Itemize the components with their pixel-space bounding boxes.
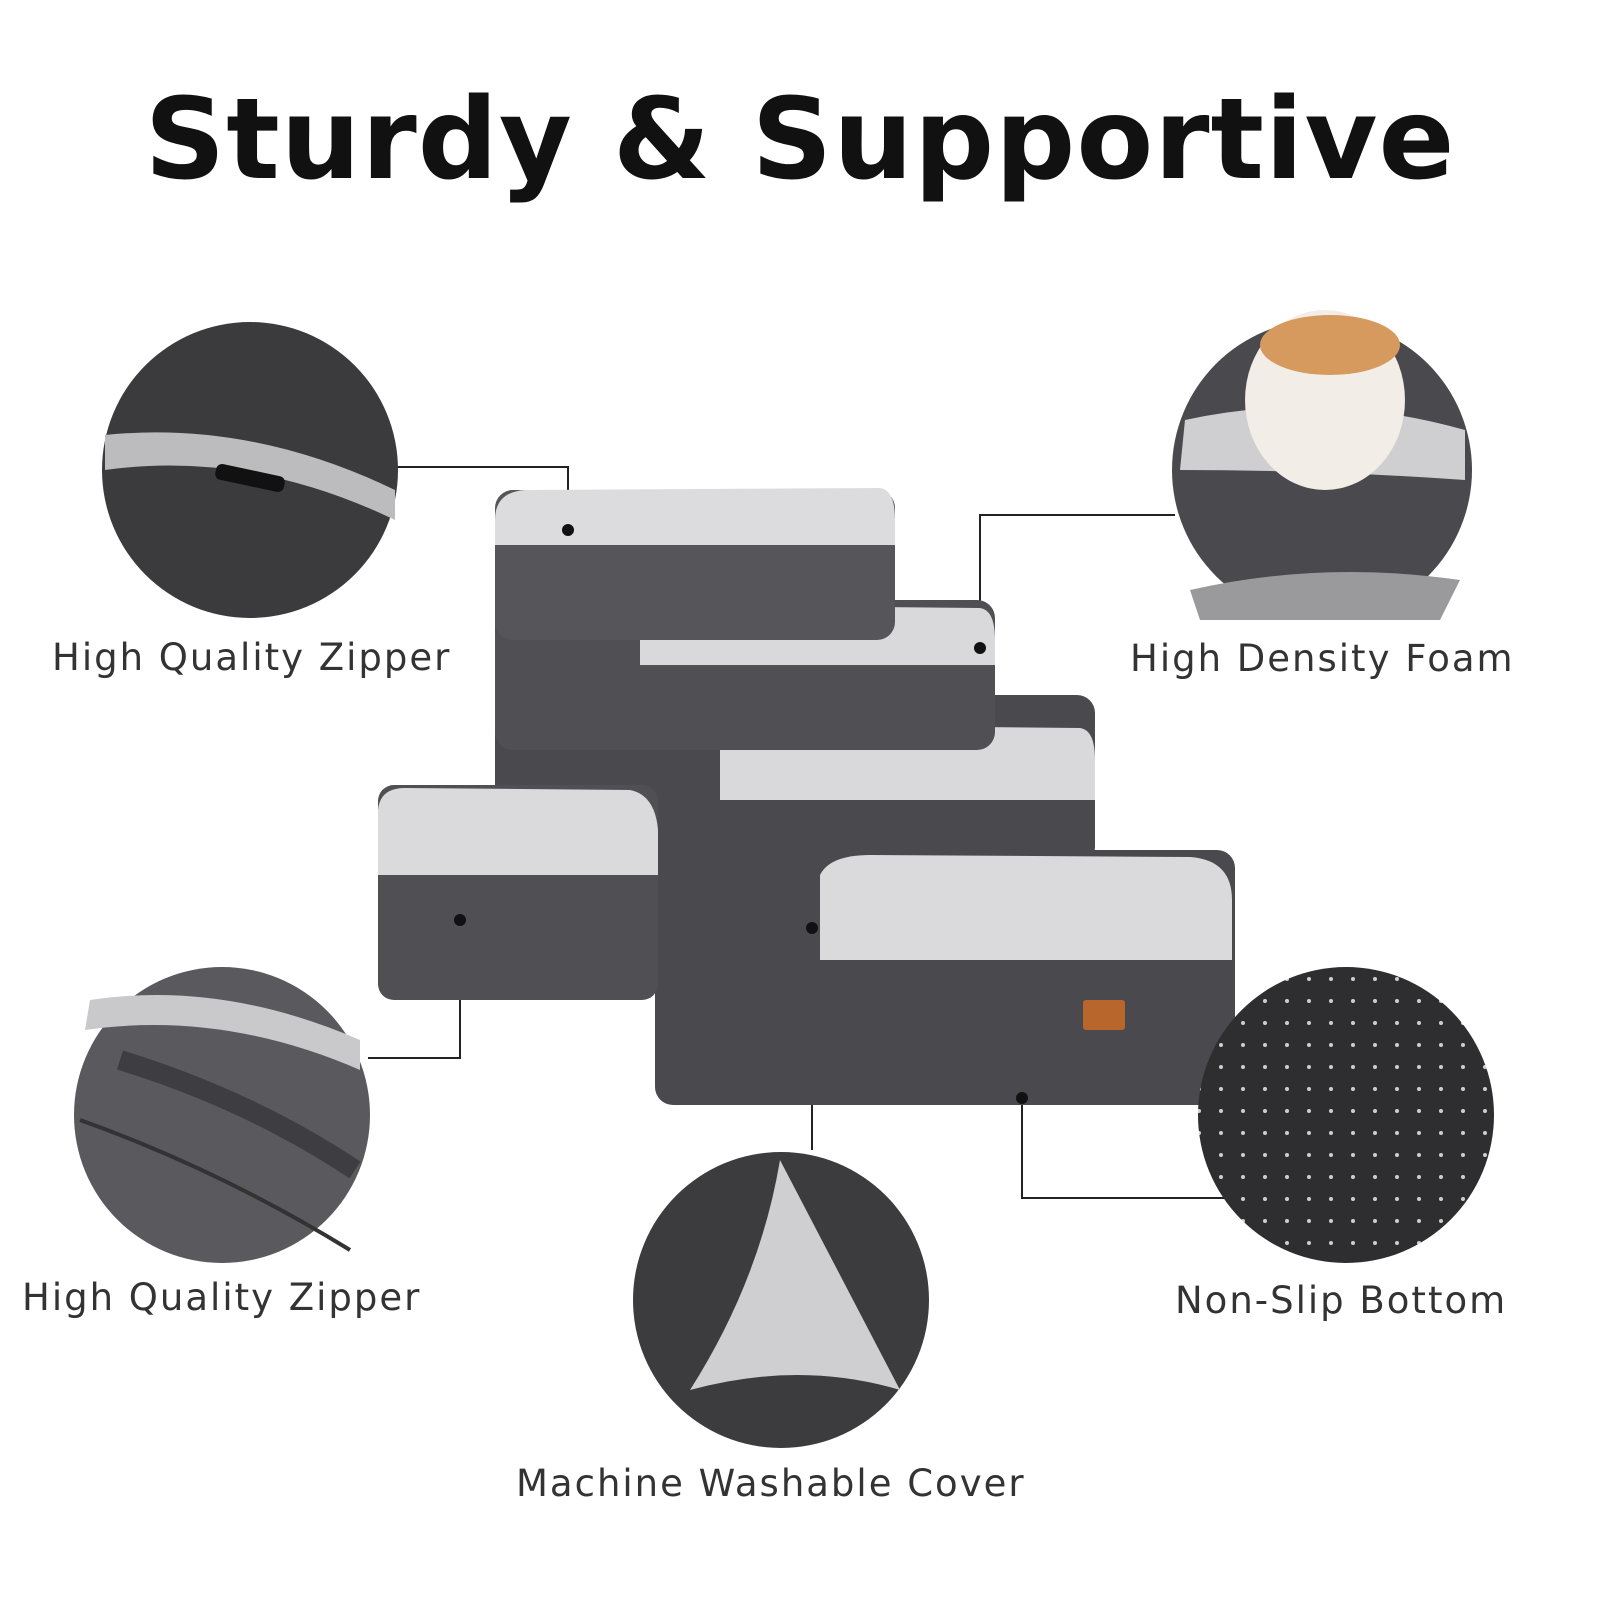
dog-paw-on-foam-icon xyxy=(1172,310,1472,620)
connector-line-foam xyxy=(979,514,1175,648)
stair-step-4-top xyxy=(820,855,1232,960)
feature-label-zipper-top: High Quality Zipper xyxy=(52,636,452,679)
feature-label-washable-cover: Machine Washable Cover xyxy=(516,1462,1026,1505)
cover-fabric-icon xyxy=(633,1152,929,1448)
brand-logo-tag xyxy=(1083,1000,1125,1030)
stair-step-1-top xyxy=(495,488,895,545)
callout-dot-washable-cover xyxy=(806,922,818,934)
callout-dot-foam xyxy=(974,642,986,654)
pet-stairs xyxy=(378,488,1235,1105)
callout-dot-zipper-bottom xyxy=(454,914,466,926)
page-title: Sturdy & Supportive xyxy=(144,75,1456,205)
feature-label-foam: High Density Foam xyxy=(1130,637,1515,680)
connector-line-non-slip xyxy=(1021,1098,1240,1199)
side-block-top xyxy=(378,788,658,875)
feature-label-non-slip: Non-Slip Bottom xyxy=(1175,1279,1508,1322)
feature-label-zipper-bottom: High Quality Zipper xyxy=(22,1276,422,1319)
zipper-closeup-icon xyxy=(102,322,398,618)
handle-closeup-icon xyxy=(74,967,370,1263)
callout-dot-non-slip xyxy=(1016,1092,1028,1104)
non-slip-bottom-icon xyxy=(1198,967,1494,1263)
callout-dot-zipper-top xyxy=(562,524,574,536)
